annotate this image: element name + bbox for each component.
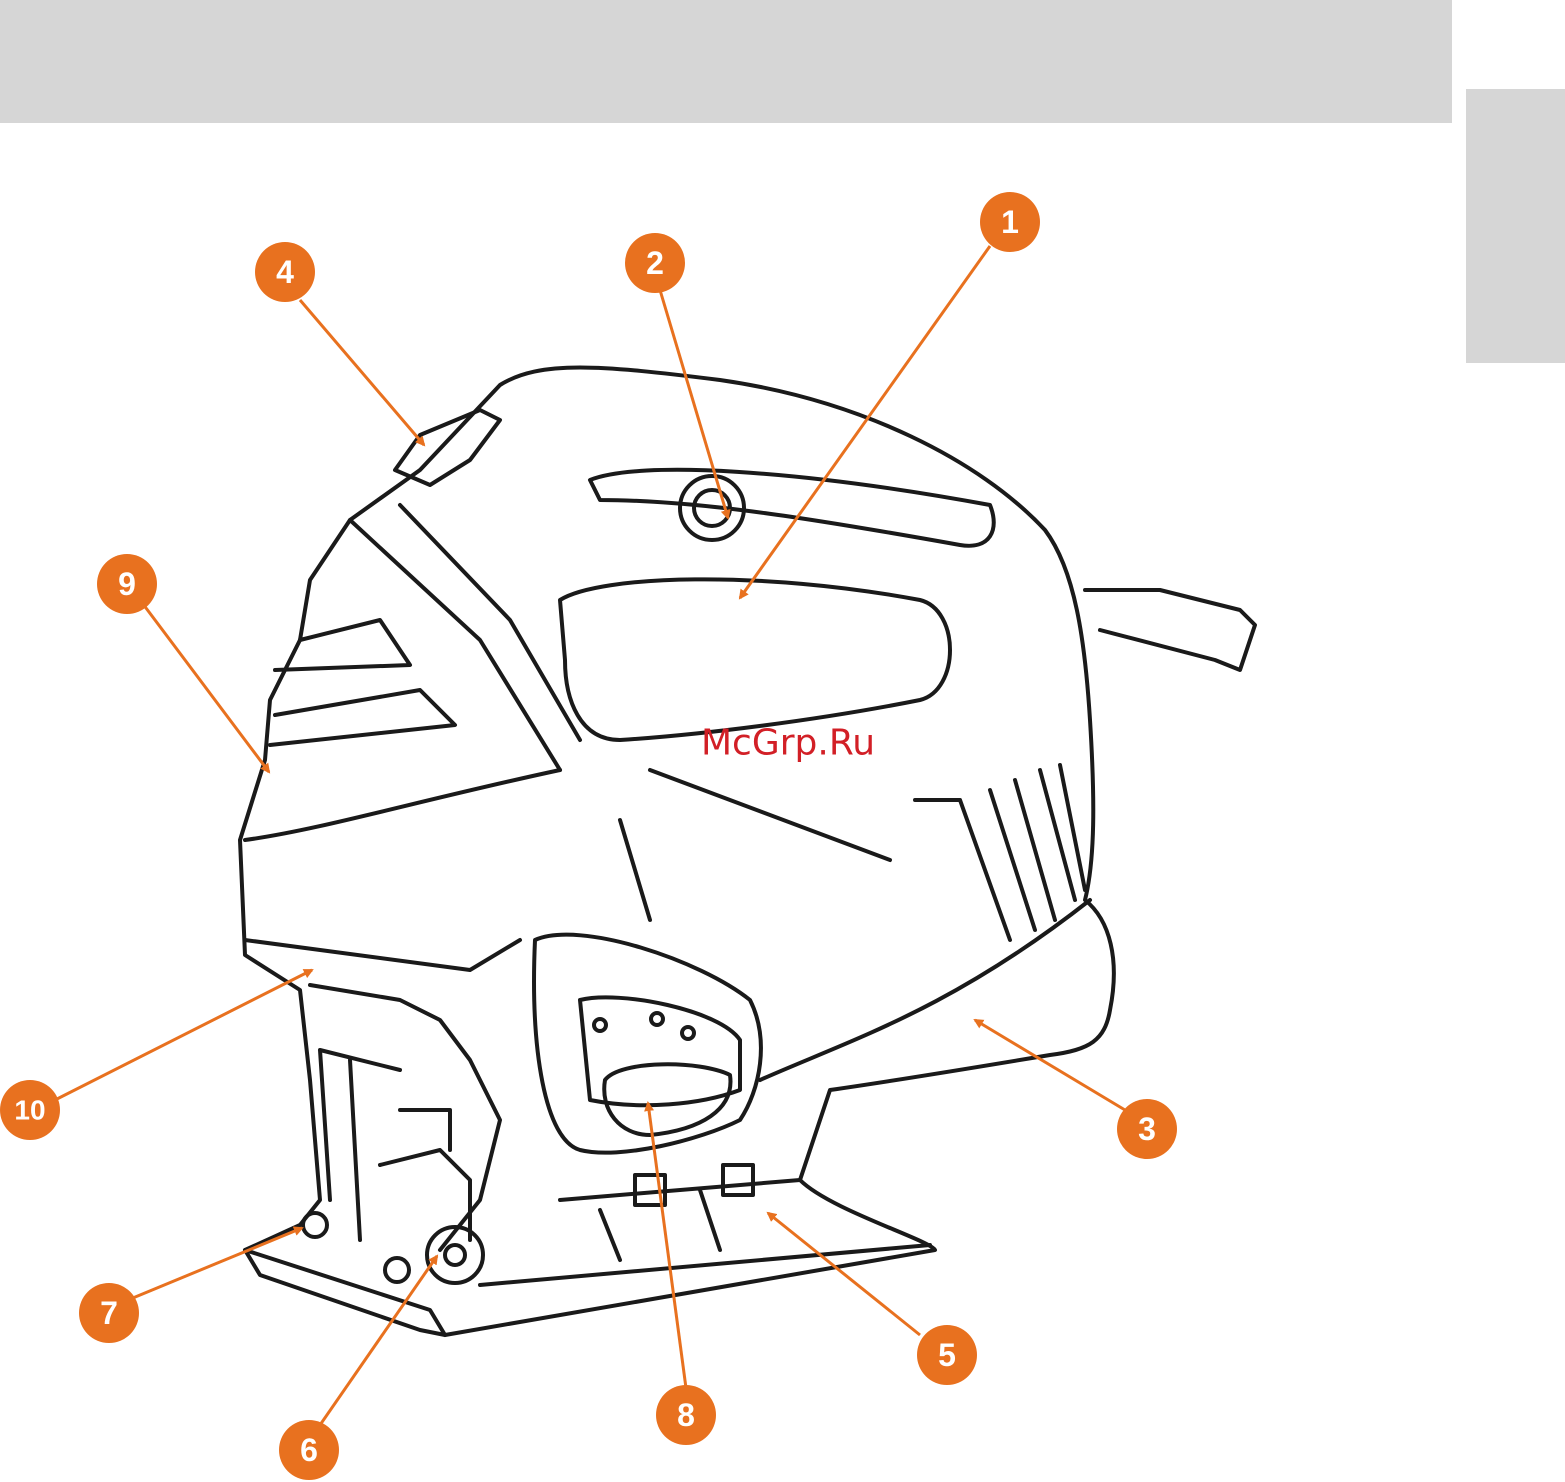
callout-9-label: 9	[118, 566, 136, 602]
callout-4-label: 4	[276, 254, 294, 290]
callout-5-label: 5	[938, 1337, 956, 1373]
jigsaw-illustration	[240, 368, 1255, 1336]
jigsaw-roller-shape	[427, 1227, 483, 1283]
jigsaw-power-cord	[1085, 590, 1255, 670]
jigsaw-speed-dial-shape	[395, 410, 500, 485]
callout-3: 3	[1117, 1099, 1177, 1159]
jigsaw-nose-lines	[245, 620, 560, 970]
leader-lines	[55, 246, 1125, 1425]
callout-6: 6	[279, 1420, 339, 1480]
callout-2: 2	[625, 233, 685, 293]
callout-10: 10	[0, 1080, 60, 1140]
callout-3-label: 3	[1138, 1111, 1156, 1147]
callout-8: 8	[656, 1385, 716, 1445]
jigsaw-screw-shape	[303, 1213, 327, 1237]
callout-5: 5	[917, 1325, 977, 1385]
jigsaw-vents	[915, 765, 1085, 940]
callout-7: 7	[79, 1283, 139, 1343]
watermark-text: McGrp.Ru	[701, 723, 875, 764]
callout-10-label: 10	[14, 1095, 45, 1126]
callouts: 1 2 3 4 5 6 7 8	[0, 192, 1177, 1480]
leader-line-7	[128, 1228, 302, 1300]
callout-6-label: 6	[300, 1432, 318, 1468]
jigsaw-diagonal-band	[350, 505, 580, 770]
jigsaw-grip	[590, 470, 994, 546]
callout-9: 9	[97, 554, 157, 614]
callout-7-label: 7	[100, 1295, 118, 1331]
callout-4: 4	[255, 242, 315, 302]
callout-2-label: 2	[646, 245, 664, 281]
callout-1-label: 1	[1001, 204, 1019, 240]
callout-1: 1	[980, 192, 1040, 252]
jigsaw-handle	[560, 579, 950, 740]
jigsaw-orbital-selector-shape	[534, 935, 761, 1153]
leader-line-10	[55, 970, 312, 1100]
callout-8-label: 8	[677, 1397, 695, 1433]
leader-line-9	[140, 600, 269, 772]
leader-line-4	[300, 300, 424, 445]
